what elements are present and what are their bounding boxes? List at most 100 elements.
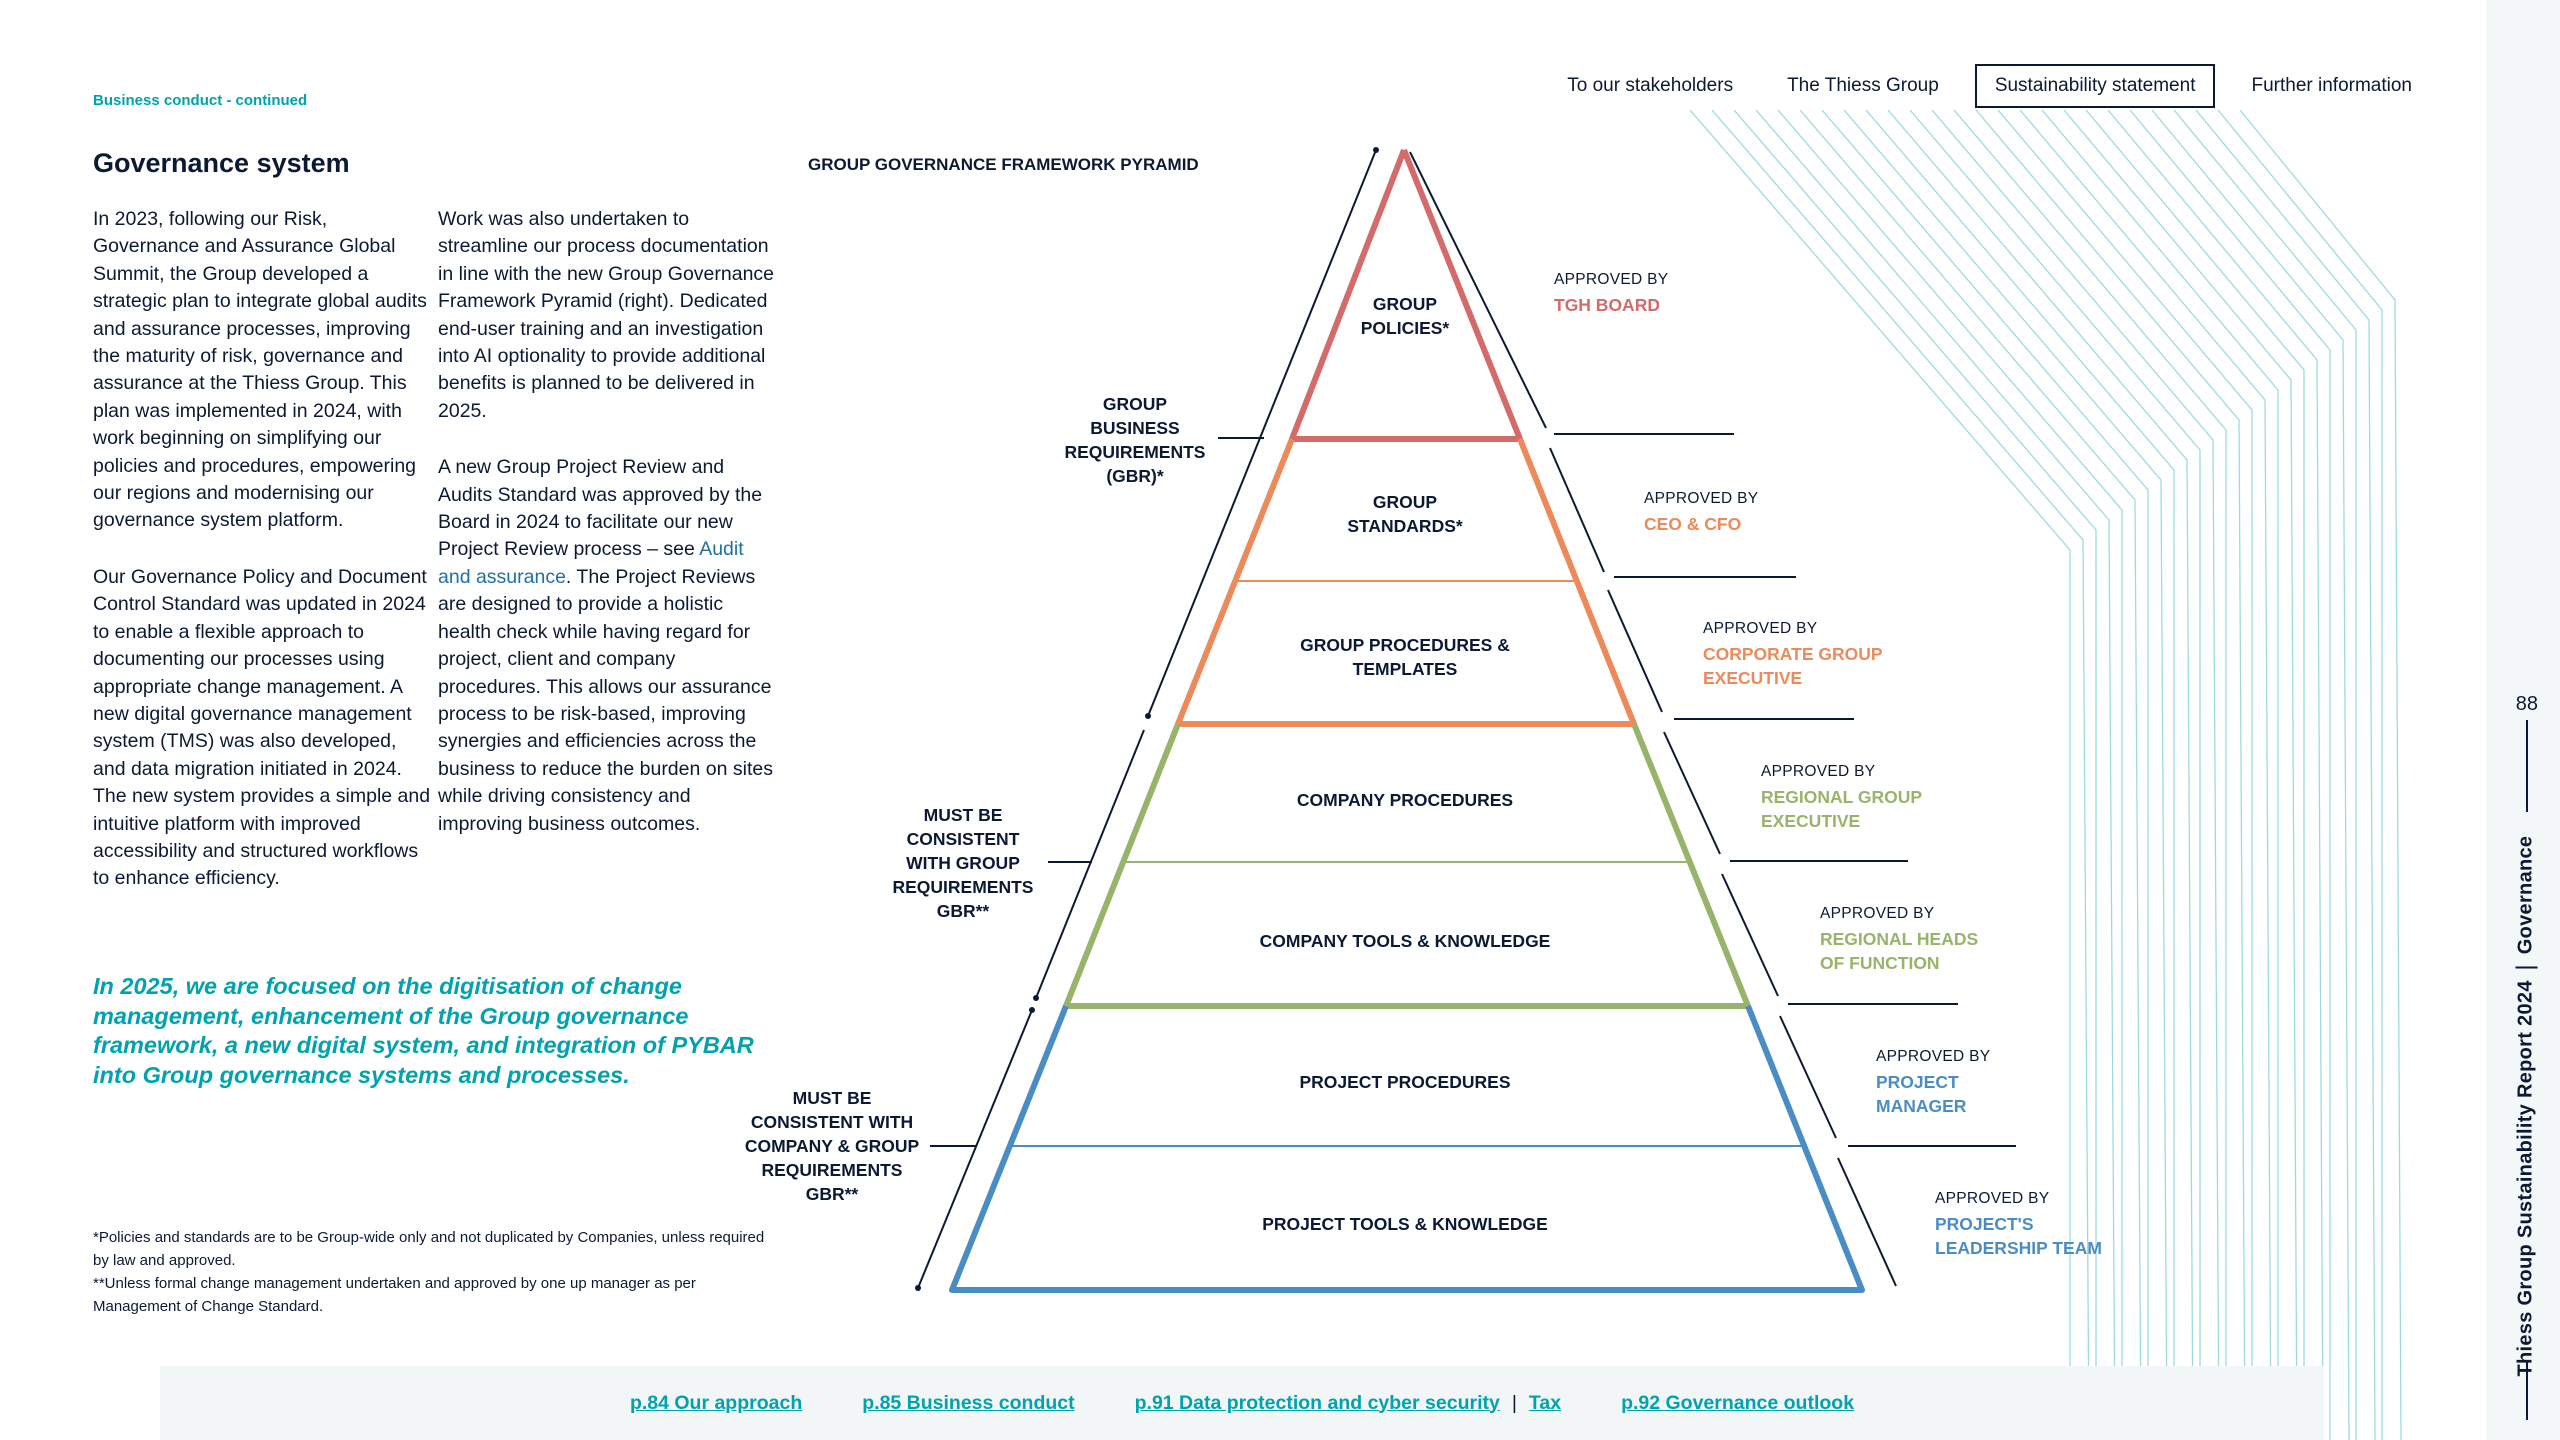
side-label-line: GBR** xyxy=(936,901,990,921)
approver-regional-heads: APPROVED BY REGIONAL HEADS OF FUNCTION xyxy=(1820,904,1978,975)
top-nav: To our stakeholders The Thiess Group Sus… xyxy=(1549,64,2430,108)
tier-label: GROUP xyxy=(1372,294,1438,314)
paragraph-text: . The Project Reviews are designed to pr… xyxy=(438,565,773,835)
decorative-line xyxy=(2129,110,2331,1440)
approver-regional-executive: APPROVED BY REGIONAL GROUP EXECUTIVE xyxy=(1761,762,1922,833)
decorative-line xyxy=(1975,110,2246,1440)
side-label-line: MUST BE xyxy=(923,805,1003,825)
link-governance-outlook[interactable]: p.92 Governance outlook xyxy=(1621,1391,1855,1414)
approved-by-label: APPROVED BY xyxy=(1876,1048,1991,1065)
paragraph: In 2023, following our Risk, Governance … xyxy=(93,208,427,532)
link-data-protection[interactable]: p.91 Data protection and cyber security xyxy=(1134,1391,1500,1414)
guide-dot xyxy=(1033,995,1039,1001)
side-label-line: BUSINESS xyxy=(1090,418,1180,438)
decorative-line xyxy=(2195,110,2376,1440)
tier-group-procedures: GROUP PROCEDURES & TEMPLATES xyxy=(1255,633,1555,681)
guide-dot xyxy=(915,1285,921,1291)
bottom-link-bar: p.84 Our approach p.85 Business conduct … xyxy=(160,1366,2324,1440)
approver-name: LEADERSHIP TEAM xyxy=(1935,1238,2102,1258)
decorative-line xyxy=(1733,110,2097,1440)
left-guide xyxy=(1147,149,1377,717)
approver-project-manager: APPROVED BY PROJECT MANAGER xyxy=(1876,1047,1990,1118)
decorative-line xyxy=(1755,110,2116,1440)
link-tax[interactable]: Tax xyxy=(1528,1391,1562,1414)
tier-project-tools: PROJECT TOOLS & KNOWLEDGE xyxy=(1262,1214,1548,1234)
approved-by-label: APPROVED BY xyxy=(1761,763,1876,780)
side-label-line: CONSISTENT WITH xyxy=(750,1112,914,1132)
left-guide xyxy=(917,1009,1033,1289)
decorative-line xyxy=(1909,110,2201,1440)
approver-ceo-cfo: APPROVED BY CEO & CFO xyxy=(1644,489,1758,536)
approved-by-label: APPROVED BY xyxy=(1703,620,1818,637)
approver-tgh-board: APPROVED BY TGH BOARD xyxy=(1554,270,1668,317)
paragraph: Work was also undertaken to streamline o… xyxy=(438,208,775,422)
approver-name: CEO & CFO xyxy=(1644,514,1742,534)
nav-further-information[interactable]: Further information xyxy=(2251,75,2412,96)
side-label-line: CONSISTENT xyxy=(906,829,1020,849)
link-business-conduct[interactable]: p.85 Business conduct xyxy=(862,1391,1075,1414)
footnote: *Policies and standards are to be Group-… xyxy=(93,1229,765,1269)
decorative-line xyxy=(1799,110,2142,1440)
decorative-line-pattern xyxy=(1690,110,2402,1440)
approver-name: PROJECT'S xyxy=(1935,1214,2034,1234)
decorative-line xyxy=(1690,110,2071,1440)
decorative-line xyxy=(1931,110,2220,1440)
approved-by-label: APPROVED BY xyxy=(1644,490,1759,507)
side-label-line: (GBR)* xyxy=(1106,466,1164,486)
side-rail xyxy=(2486,0,2560,1440)
right-guide xyxy=(1721,873,1779,997)
approver-name: REGIONAL GROUP xyxy=(1761,787,1923,807)
tier-label: TEMPLATES xyxy=(1352,659,1458,679)
decorative-line xyxy=(1821,110,2149,1440)
decorative-line xyxy=(2019,110,2272,1440)
approver-project-leadership: APPROVED BY PROJECT'S LEADERSHIP TEAM xyxy=(1935,1189,2102,1260)
tier-group-standards: GROUP STANDARDS* xyxy=(1255,490,1555,538)
rail-divider xyxy=(2526,1360,2528,1420)
decorative-line xyxy=(2041,110,2279,1440)
approver-name: TGH BOARD xyxy=(1554,295,1660,315)
decorative-line xyxy=(2063,110,2298,1440)
paragraph: A new Group Project Review and Audits St… xyxy=(438,454,778,838)
guide-dot xyxy=(1373,147,1379,153)
approver-name: CORPORATE GROUP xyxy=(1703,644,1883,664)
approver-name: REGIONAL HEADS xyxy=(1820,929,1979,949)
decorative-line xyxy=(2151,110,2350,1440)
approver-name: PROJECT xyxy=(1876,1072,1959,1092)
approver-name: EXECUTIVE xyxy=(1703,668,1803,688)
nav-thiess-group[interactable]: The Thiess Group xyxy=(1787,75,1939,96)
tier-company-procedures: COMPANY PROCEDURES xyxy=(1296,790,1514,810)
decorative-line xyxy=(2239,110,2402,1440)
side-label-line: REQUIREMENTS xyxy=(892,877,1034,897)
tier-label: POLICIES* xyxy=(1360,318,1450,338)
tier-company-tools: COMPANY TOOLS & KNOWLEDGE xyxy=(1259,931,1551,951)
right-guide xyxy=(1409,151,1547,429)
link-our-approach[interactable]: p.84 Our approach xyxy=(629,1391,803,1414)
approver-name: EXECUTIVE xyxy=(1761,811,1861,831)
page-number: 88 xyxy=(2515,693,2538,715)
audit-assurance-link[interactable]: Audit and assurance xyxy=(438,538,744,588)
guide-dot xyxy=(1145,713,1151,719)
decorative-line xyxy=(1953,110,2227,1440)
pyramid-tier-orange xyxy=(1175,437,1637,727)
text-column-2: Work was also undertaken to streamline o… xyxy=(438,206,778,867)
highlight-quote: In 2025, we are focused on the digitisat… xyxy=(93,973,754,1088)
label-consistent-company: MUST BE CONSISTENT WITH COMPANY & GROUP … xyxy=(742,1086,922,1206)
footnotes: *Policies and standards are to be Group-… xyxy=(93,1226,783,1318)
tier-group-policies: GROUP POLICIES* xyxy=(1255,292,1555,340)
approver-corporate-executive: APPROVED BY CORPORATE GROUP EXECUTIVE xyxy=(1703,619,1883,690)
side-label-line: GBR** xyxy=(805,1184,859,1204)
side-label-line: REQUIREMENTS xyxy=(1064,442,1206,462)
tier-project-procedures: PROJECT PROCEDURES xyxy=(1299,1072,1511,1092)
nav-sustainability-statement[interactable]: Sustainability statement xyxy=(1974,64,2216,108)
right-guide xyxy=(1607,589,1663,713)
approved-by-label: APPROVED BY xyxy=(1554,271,1669,288)
approved-by-label: APPROVED BY xyxy=(1935,1190,2050,1207)
pyramid-tier-red xyxy=(1289,148,1523,442)
approved-by-label: APPROVED BY xyxy=(1820,905,1935,922)
decorative-line xyxy=(2107,110,2324,1440)
decorative-line xyxy=(1711,110,2090,1440)
right-guide xyxy=(1549,447,1605,573)
decorative-line xyxy=(1865,110,2175,1440)
nav-stakeholders[interactable]: To our stakeholders xyxy=(1567,75,1734,96)
